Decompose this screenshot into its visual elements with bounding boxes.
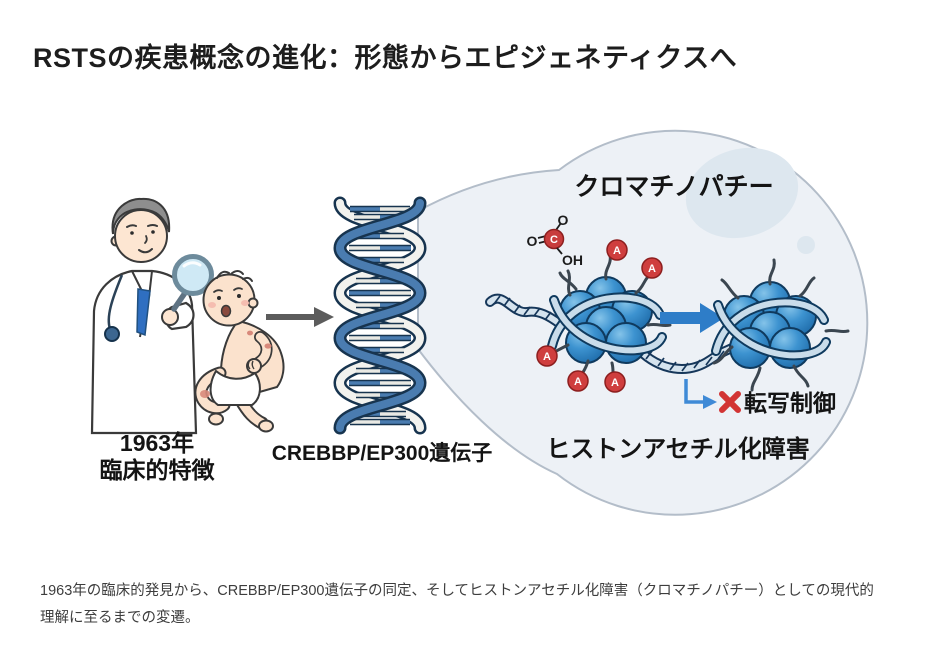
acetyl-mark-label: A <box>648 263 656 275</box>
page-title: RSTSの疾患概念の進化：形態からエピジェネティクスへ <box>33 43 738 73</box>
elbow-arrowhead <box>703 395 717 409</box>
diagram-svg: クロマチノパチー ヒストンアセチル化障害 <box>90 129 869 516</box>
nucleosome-acetylated: A A A A A O O C OH <box>527 212 672 393</box>
acetyl-mark-label: A <box>613 245 621 257</box>
linker-dna-left <box>485 293 565 329</box>
clinical-year-label: 1963年 <box>120 430 194 456</box>
transcription-block: 転写制御 <box>684 379 836 416</box>
compaction-arrow <box>660 303 724 333</box>
bubble-highlight-dot <box>797 236 815 254</box>
bubble-bottom-label: ヒストンアセチル化障害 <box>546 435 810 463</box>
stethoscope-tube <box>107 274 124 330</box>
doctor-tie <box>136 288 151 337</box>
nucleosome-compacted <box>711 258 850 392</box>
carbon-label: C <box>550 234 558 246</box>
acetyl-mark-label: A <box>611 377 619 389</box>
baby-face <box>202 273 256 327</box>
acetyl-mark-label: A <box>543 351 551 363</box>
arm-rash-spot <box>264 343 272 349</box>
baby-diaper <box>209 369 261 406</box>
hydroxyl-label: OH <box>562 252 583 268</box>
baby-illustration <box>194 270 285 433</box>
evolution-diagram: クロマチノパチー ヒストンアセチル化障害 <box>0 103 926 580</box>
doctor-face <box>114 209 168 263</box>
gene-label: CREBBP/EP300遺伝子 <box>272 441 493 465</box>
doctor-illustration <box>90 197 214 435</box>
baby-hair <box>216 270 253 282</box>
dna-helix <box>333 196 427 435</box>
dna-wrap-coils <box>547 292 667 356</box>
stage-arrow <box>266 307 334 327</box>
acetyl-mark-label: A <box>574 376 582 388</box>
bubble-title: クロマチノパチー <box>574 173 773 201</box>
knee-rash-spot <box>200 390 210 398</box>
acetyl-chemical-group: O O C OH <box>527 212 583 268</box>
elbow-arrow <box>684 379 703 404</box>
clinical-features-label: 臨床的特徴 <box>100 457 216 483</box>
bubble-highlight-blob <box>685 147 799 239</box>
doctor-hand <box>161 308 179 326</box>
magnifying-glass-icon <box>171 254 214 312</box>
oxygen-top-label: O <box>558 212 569 228</box>
stethoscope-chestpiece <box>104 326 120 342</box>
acetyl-marks: A A A A A <box>536 239 663 393</box>
blocked-x-icon <box>719 391 741 413</box>
figure-caption: 1963年の臨床的発見から、CREBBP/EP300遺伝子の同定、そしてヒストン… <box>40 583 874 626</box>
histone-tails <box>712 258 850 392</box>
baby-mouth <box>220 304 232 318</box>
dna-rungs <box>349 205 411 426</box>
transcription-label: 転写制御 <box>744 390 836 416</box>
oxygen-left-label: O <box>527 233 538 249</box>
doctor-hair <box>111 197 171 235</box>
